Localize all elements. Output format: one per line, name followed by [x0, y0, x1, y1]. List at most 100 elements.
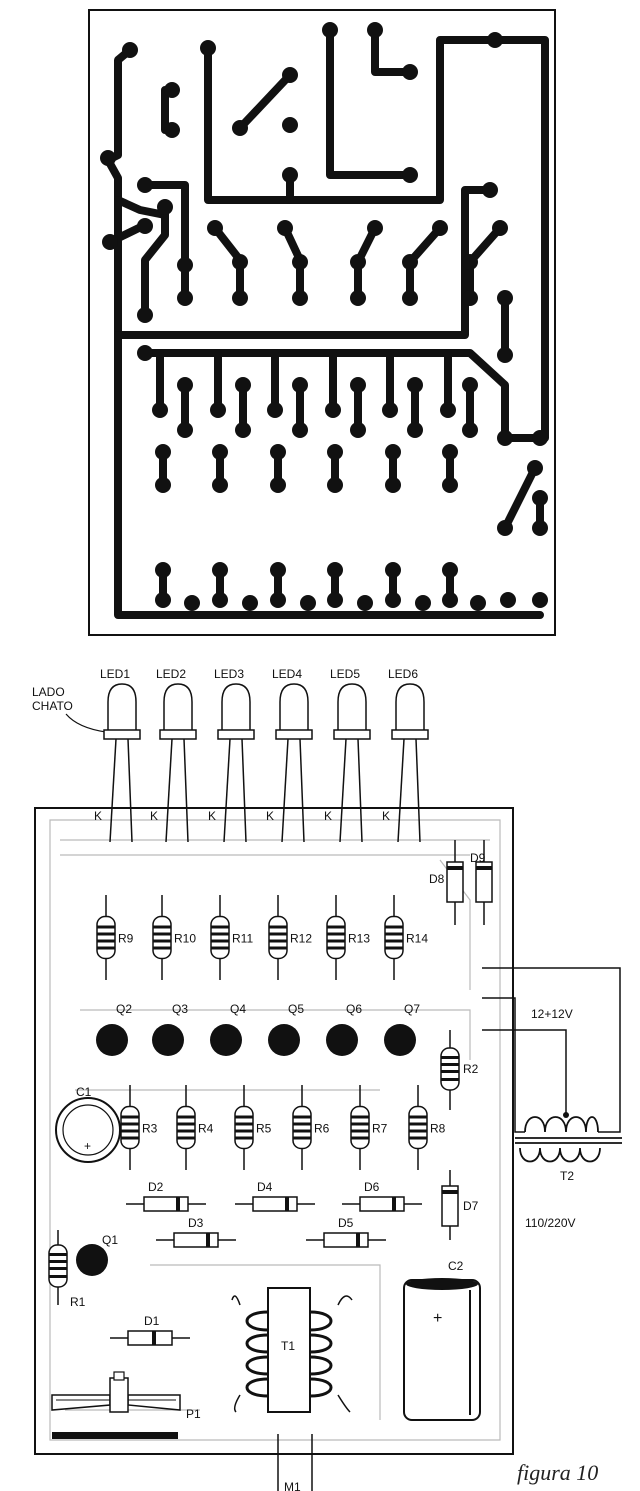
resistor-r4-label: R4 [198, 1122, 214, 1136]
resistor-r9-label: R9 [118, 932, 134, 946]
p1-label: P1 [186, 1407, 201, 1421]
c1-label: C1 [76, 1085, 92, 1099]
diode-d3-label: D3 [188, 1216, 204, 1230]
component-layout: LADO CHATO LED1KLED2KLED3KLED4KLED5KLED6… [32, 667, 622, 1491]
r2-label: R2 [463, 1062, 479, 1076]
power-transformer-t2: 12+12V T2 110/220V [482, 967, 622, 1230]
transistors-row: Q2 Q3 Q4 Q5 Q6 Q7 [96, 1002, 420, 1056]
potentiometer-p1: P1 [51, 1371, 201, 1439]
resistor-r14-label: R14 [406, 932, 428, 946]
c2-label: C2 [448, 1259, 464, 1273]
d7-label: D7 [463, 1199, 479, 1213]
led-label: LED3 [214, 667, 244, 681]
c2-polarity-mark: + [433, 1310, 442, 1327]
r1-label: R1 [70, 1295, 86, 1309]
d9-label: D9 [470, 851, 486, 865]
resistor-r13-label: R13 [348, 932, 370, 946]
resistors-top-row: R9 R10 R11 R12 R13 R14 [96, 895, 428, 980]
cathode-mark: K [266, 809, 274, 823]
diode-d1: D1 [110, 1314, 190, 1346]
cathode-mark: K [324, 809, 332, 823]
diode-d6: D6 [342, 1180, 422, 1212]
transistor-label: Q7 [404, 1002, 420, 1016]
transistor-label: Q3 [172, 1002, 188, 1016]
transistor-label: Q4 [230, 1002, 246, 1016]
resistors-middle-row: R3 R4 R5 R6 R7 R8 [120, 1085, 446, 1170]
primary-voltage-label: 110/220V [525, 1216, 576, 1230]
resistor-r12-label: R12 [290, 932, 312, 946]
resistor-r6-label: R6 [314, 1122, 330, 1136]
resistor-r4: R4 [176, 1085, 214, 1170]
transistor-q2: Q2 [96, 1002, 132, 1056]
flat-side-arrow [65, 713, 107, 733]
led-label: LED2 [156, 667, 186, 681]
flat-side-note-line2: CHATO [32, 699, 73, 713]
transistor-label: Q5 [288, 1002, 304, 1016]
d8-label: D8 [429, 872, 445, 886]
cathode-mark: K [208, 809, 216, 823]
resistor-r3-label: R3 [142, 1122, 158, 1136]
transistor-q1: Q1 [76, 1233, 118, 1276]
transistor-q5: Q5 [268, 1002, 304, 1056]
led-label: LED5 [330, 667, 360, 681]
transistor-q6: Q6 [326, 1002, 362, 1056]
diode-d2-label: D2 [148, 1180, 164, 1194]
diode-d8: D8 [429, 840, 464, 925]
m1-wires: M1 [277, 1434, 313, 1491]
resistor-r12: R12 [268, 895, 312, 980]
cathode-mark: K [382, 809, 390, 823]
m1-label: M1 [284, 1480, 301, 1491]
diode-d3: D3 [156, 1216, 236, 1248]
transistor-q4: Q4 [210, 1002, 246, 1056]
diode-d5-label: D5 [338, 1216, 354, 1230]
cathode-mark: K [150, 809, 158, 823]
resistor-r14: R14 [384, 895, 428, 980]
resistor-r9: R9 [96, 895, 134, 980]
resistor-r5: R5 [234, 1085, 272, 1170]
resistor-r11: R11 [210, 895, 253, 980]
flat-side-note-line1: LADO [32, 685, 65, 699]
resistor-r7-label: R7 [372, 1122, 388, 1136]
diode-d5: D5 [306, 1216, 386, 1248]
transistor-label: Q2 [116, 1002, 132, 1016]
transistor-q3: Q3 [152, 1002, 188, 1056]
resistor-r3: R3 [120, 1085, 158, 1170]
figure-caption: figura 10 [517, 1460, 598, 1485]
diode-d2: D2 [126, 1180, 206, 1212]
diode-d4: D4 [235, 1180, 315, 1212]
resistor-r8: R8 [408, 1085, 446, 1170]
resistor-r1: R1 [48, 1230, 86, 1309]
flat-side-note: LADO CHATO [32, 685, 73, 713]
capacitor-c2: C2 + [403, 1259, 481, 1421]
resistor-r10-label: R10 [174, 932, 196, 946]
resistor-r5-label: R5 [256, 1122, 272, 1136]
resistor-r6: R6 [292, 1085, 330, 1170]
pcb-trace-layout [88, 9, 556, 636]
t2-label: T2 [560, 1169, 574, 1183]
led-label: LED1 [100, 667, 130, 681]
c1-polarity-mark: + [84, 1139, 91, 1153]
led-label: LED6 [388, 667, 418, 681]
resistor-r2: R2 [440, 1030, 479, 1110]
pcb-outline [88, 9, 556, 636]
resistor-r10: R10 [152, 895, 196, 980]
resistor-r8-label: R8 [430, 1122, 446, 1136]
q1-label: Q1 [102, 1233, 118, 1247]
transistor-q7: Q7 [384, 1002, 420, 1056]
transistor-label: Q6 [346, 1002, 362, 1016]
resistor-r13: R13 [326, 895, 370, 980]
transformer-t1: T1 [231, 1287, 353, 1413]
diode-d9: D9 [470, 840, 493, 925]
capacitor-c1: C1 + [55, 1085, 121, 1163]
diode-d6-label: D6 [364, 1180, 380, 1194]
secondary-voltage-label: 12+12V [531, 1007, 573, 1021]
